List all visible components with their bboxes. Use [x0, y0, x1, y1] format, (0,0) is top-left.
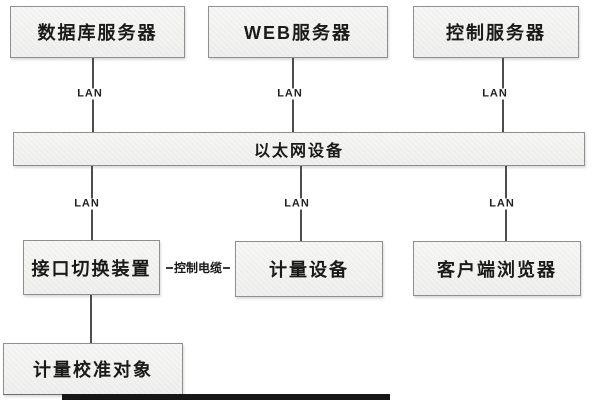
- bottom-edge-bar: [62, 394, 390, 400]
- node-ethernet-device: 以太网设备: [13, 132, 585, 166]
- node-control-server: 控制服务器: [413, 6, 579, 58]
- control-cable-line: [223, 267, 230, 269]
- node-metering-device-label: 计量设备: [269, 260, 349, 280]
- node-client-browser-label: 客户端浏览器: [437, 259, 557, 280]
- node-web-server-label: WEB服务器: [244, 23, 352, 43]
- control-cable-line: [165, 267, 173, 269]
- lan-label: LAN: [479, 88, 511, 100]
- node-database-server-label: 数据库服务器: [37, 23, 158, 43]
- node-interface-switch: 接口切换装置: [23, 240, 160, 295]
- lan-label: LAN: [71, 198, 103, 210]
- node-calibration-object-label: 计量校准对象: [33, 360, 153, 380]
- control-cable-label: 控制电缆: [173, 261, 222, 275]
- node-client-browser: 客户端浏览器: [413, 241, 581, 296]
- lan-label: LAN: [274, 88, 306, 100]
- node-web-server: WEB服务器: [208, 6, 388, 58]
- lan-label: LAN: [486, 198, 518, 210]
- node-metering-device: 计量设备: [235, 241, 383, 297]
- lan-label: LAN: [281, 198, 313, 210]
- node-calibration-object: 计量校准对象: [3, 343, 183, 395]
- connector-control-cable: 控制电缆: [160, 259, 236, 277]
- node-interface-switch-label: 接口切换装置: [31, 258, 152, 279]
- node-database-server: 数据库服务器: [10, 6, 185, 58]
- node-ethernet-device-label: 以太网设备: [253, 143, 344, 160]
- connector-switch-to-calibration: [90, 295, 92, 343]
- lan-label: LAN: [74, 88, 106, 100]
- node-control-server-label: 控制服务器: [446, 23, 546, 43]
